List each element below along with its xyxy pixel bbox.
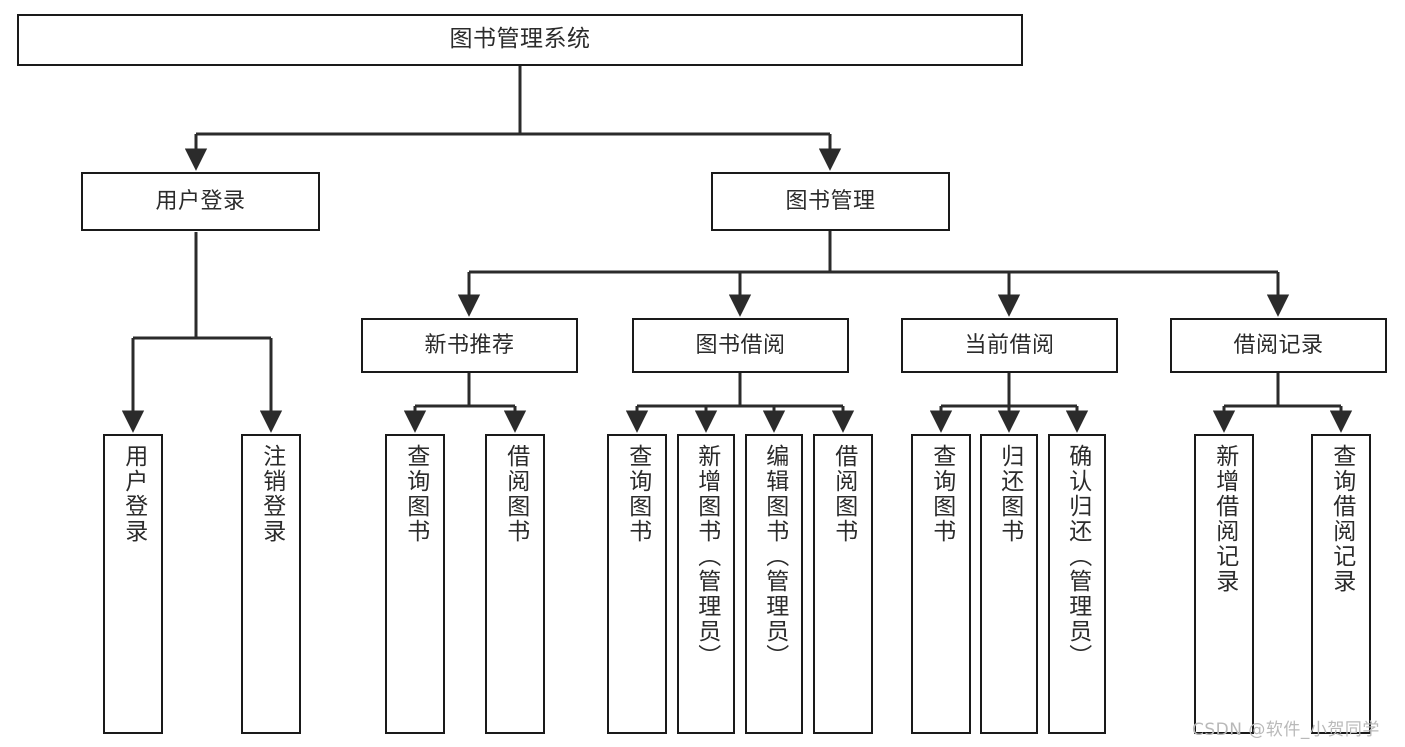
node-leaf-borrow-book-1-label: 借阅图书 <box>502 444 529 544</box>
node-leaf-borrow-book-2[interactable]: 借阅图书 <box>813 434 873 734</box>
node-root-label: 图书管理系统 <box>449 26 591 53</box>
node-borrow-record-label: 借阅记录 <box>1233 332 1324 358</box>
node-leaf-add-borrow-record[interactable]: 新增借阅记录 <box>1194 434 1254 734</box>
node-book-borrow-label: 图书借阅 <box>695 332 786 358</box>
node-current-borrow-label: 当前借阅 <box>964 332 1055 358</box>
node-leaf-edit-book-admin-label: 编辑图书（管理员） <box>761 444 788 669</box>
watermark-text: CSDN @软件_小贺同学 <box>1192 720 1380 740</box>
node-leaf-logout-login[interactable]: 注销登录 <box>241 434 301 734</box>
node-leaf-borrow-book-1[interactable]: 借阅图书 <box>485 434 545 734</box>
node-new-book-recommend-label: 新书推荐 <box>424 332 515 358</box>
node-leaf-add-book-admin[interactable]: 新增图书（管理员） <box>677 434 735 734</box>
node-borrow-record[interactable]: 借阅记录 <box>1170 318 1387 373</box>
node-leaf-return-book[interactable]: 归还图书 <box>980 434 1038 734</box>
node-leaf-query-borrow-record[interactable]: 查询借阅记录 <box>1311 434 1371 734</box>
node-book-manage[interactable]: 图书管理 <box>711 172 950 231</box>
node-user-login-label: 用户登录 <box>155 188 246 214</box>
node-leaf-query-book-3[interactable]: 查询图书 <box>911 434 971 734</box>
node-user-login[interactable]: 用户登录 <box>81 172 320 231</box>
node-leaf-query-book-2-label: 查询图书 <box>624 444 651 544</box>
node-current-borrow[interactable]: 当前借阅 <box>901 318 1118 373</box>
node-leaf-user-login[interactable]: 用户登录 <box>103 434 163 734</box>
node-leaf-query-borrow-record-label: 查询借阅记录 <box>1328 444 1355 594</box>
node-leaf-logout-login-label: 注销登录 <box>258 444 285 544</box>
node-leaf-borrow-book-2-label: 借阅图书 <box>830 444 857 544</box>
node-new-book-recommend[interactable]: 新书推荐 <box>361 318 578 373</box>
node-book-manage-label: 图书管理 <box>785 188 876 214</box>
node-leaf-confirm-return-admin-label: 确认归还（管理员） <box>1064 444 1091 669</box>
node-leaf-return-book-label: 归还图书 <box>996 444 1023 544</box>
node-leaf-add-book-admin-label: 新增图书（管理员） <box>693 444 720 669</box>
node-leaf-user-login-label: 用户登录 <box>120 444 147 544</box>
node-leaf-confirm-return-admin[interactable]: 确认归还（管理员） <box>1048 434 1106 734</box>
node-leaf-query-book-3-label: 查询图书 <box>928 444 955 544</box>
node-leaf-query-book-2[interactable]: 查询图书 <box>607 434 667 734</box>
node-leaf-add-borrow-record-label: 新增借阅记录 <box>1211 444 1238 594</box>
node-leaf-edit-book-admin[interactable]: 编辑图书（管理员） <box>745 434 803 734</box>
node-book-borrow[interactable]: 图书借阅 <box>632 318 849 373</box>
node-leaf-query-book-1[interactable]: 查询图书 <box>385 434 445 734</box>
node-leaf-query-book-1-label: 查询图书 <box>402 444 429 544</box>
node-root[interactable]: 图书管理系统 <box>17 14 1023 66</box>
